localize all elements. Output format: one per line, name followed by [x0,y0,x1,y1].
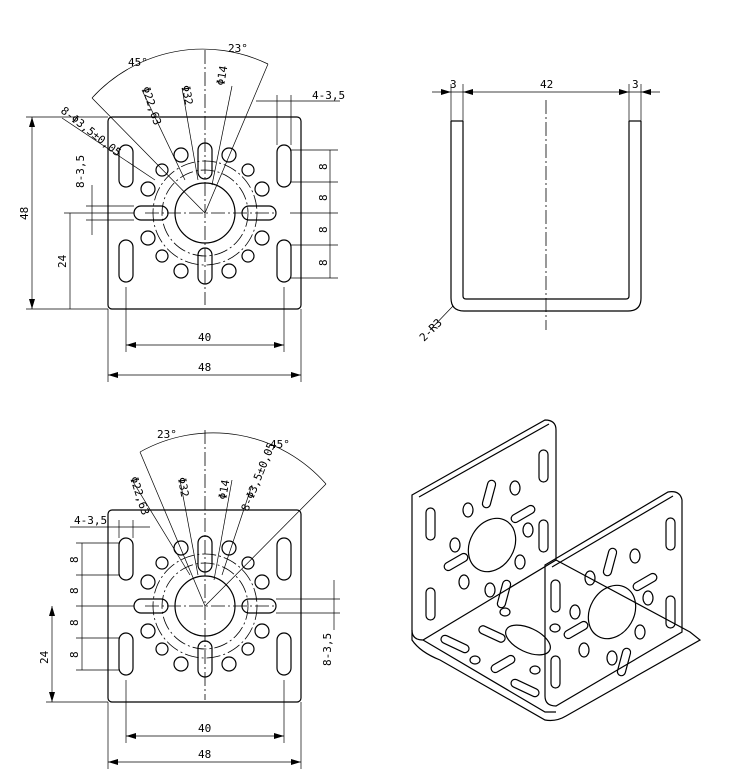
label-dia-32-bottom: Φ32 [175,476,191,498]
label-width-40: 40 [198,331,211,344]
label-8c-bottom: 8 [68,619,81,626]
label-holes-3-5: 8-Φ3,5±0,05 [58,104,123,159]
inner-pitch-circle [161,169,249,257]
label-8d: 8 [317,259,330,266]
label-holes-3-5-bottom: 8-Φ3,5±0,05 [239,441,278,513]
label-8b-bottom: 8 [68,587,81,594]
right-wall-holes [550,517,676,689]
label-slots-8-3-5: 8-3,5 [74,155,87,188]
label-8c: 8 [317,226,330,233]
bolt-circle [152,160,258,266]
label-width-48: 48 [198,361,211,374]
label-dia-14: Φ14 [214,64,230,86]
label-angle-23-bottom: 23° [157,428,177,441]
left-wall [411,419,557,641]
label-2-r3: 2-R3 [417,316,445,344]
label-dia-14-bottom: Φ14 [216,478,232,500]
label-slots-4-3-5: 4-3,5 [312,89,345,102]
label-8d-bottom: 8 [68,651,81,658]
label-angle-45: 45° [128,56,148,69]
small-holes-bottom [140,540,270,672]
label-3-right: 3 [632,78,639,91]
label-height-24-bottom: 24 [38,650,51,664]
base-holes [440,607,561,698]
center-bore [174,182,236,244]
right-wall [544,491,683,707]
vertical-slots [118,142,292,285]
label-42: 42 [540,78,553,91]
label-height-48: 48 [18,207,31,220]
label-dia-22-63: Φ22,63 [139,85,164,127]
front-view-bottom: 23° 45° Φ22,63 Φ32 Φ14 8-Φ3,5±0,05 4-3,5… [38,428,340,769]
label-8b: 8 [317,194,330,201]
label-slots-4-3-5-bottom: 4-3,5 [74,514,107,527]
label-3-left: 3 [450,78,457,91]
label-angle-23: 23° [228,42,248,55]
label-8a: 8 [317,163,330,170]
small-holes [140,147,270,279]
base-plate [411,559,702,722]
angle-arc [91,48,269,99]
label-height-24: 24 [56,254,69,268]
isometric-view [411,419,702,722]
front-view-top: 45° 23° Φ22,63 Φ32 Φ14 8-Φ3,5±0,05 4-3,5… [18,42,345,382]
vertical-slots-bottom [118,535,292,678]
label-width-40-bottom: 40 [198,722,211,735]
label-slots-8-3-5-bottom: 8-3,5 [321,633,334,666]
label-8a-bottom: 8 [68,556,81,563]
label-dia-32: Φ32 [179,84,195,106]
label-width-48-bottom: 48 [198,748,211,761]
label-angle-45-bottom: 45° [270,438,290,451]
side-view-u-profile: 3 42 3 2-R3 [417,78,660,344]
left-wall-holes [425,449,549,621]
